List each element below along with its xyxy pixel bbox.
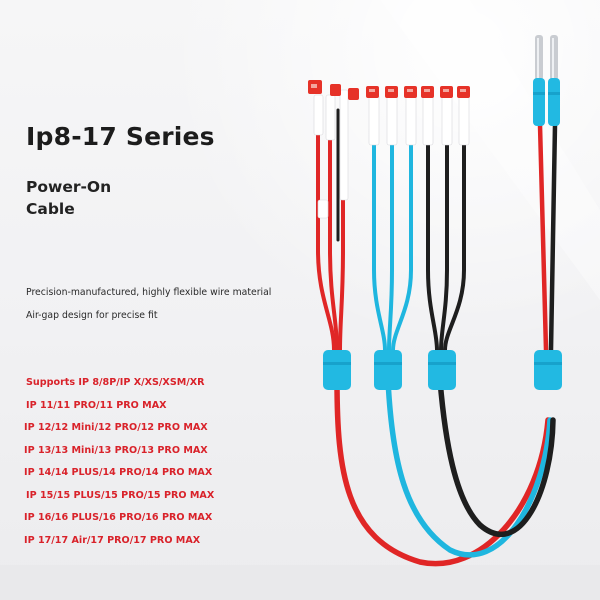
- black-wire-group: [426, 138, 466, 352]
- compatible-models-list: Supports IP 8/8P/IP X/XS/XSM/XR IP 11/11…: [24, 377, 215, 557]
- looped-wires: [334, 377, 556, 567]
- model-list-item: IP 15/15 PLUS/15 PRO/15 PRO MAX: [26, 489, 215, 501]
- feature-air-gap: Air-gap design for precise fit: [26, 310, 158, 321]
- model-list-item: IP 13/13 Mini/13 PRO/13 PRO MAX: [24, 444, 208, 456]
- subtitle-line-2: Cable: [26, 200, 75, 218]
- subtitle-line-1: Power-On: [26, 178, 112, 196]
- blue-wire-group: [372, 138, 413, 352]
- model-list-item: IP 16/16 PLUS/16 PRO/16 PRO MAX: [24, 512, 213, 523]
- test-pins: [533, 35, 560, 126]
- pin-lead-wires: [537, 122, 558, 353]
- page-title: Ip8-17 Series: [26, 122, 215, 151]
- model-list-item: IP 12/12 Mini/12 PRO/12 PRO MAX: [24, 422, 208, 433]
- product-subtitle: Power-On Cable: [26, 176, 111, 220]
- model-list-item: IP 14/14 PLUS/14 PRO/14 PRO MAX: [24, 467, 213, 478]
- white-sleeves: [313, 89, 470, 219]
- red-wire-group: [316, 108, 345, 352]
- splitter-sleeves: [323, 350, 562, 390]
- model-list-item: Supports IP 8/8P/IP X/XS/XSM/XR: [26, 377, 205, 388]
- model-list-item: IP 17/17 Air/17 PRO/17 PRO MAX: [24, 534, 201, 546]
- model-list-item: IP 11/11 PRO/11 PRO MAX: [26, 399, 167, 411]
- feature-flexible-wire: Precision-manufactured, highly flexible …: [26, 287, 272, 298]
